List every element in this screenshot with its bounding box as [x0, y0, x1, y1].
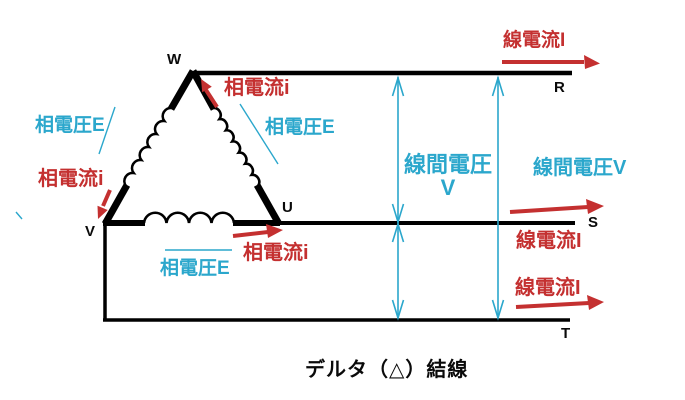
phase-current-label-left: 相電流i [38, 168, 104, 190]
line-voltage-label-center-line2: V [440, 175, 456, 201]
current-arrows [97, 55, 604, 310]
terminal-s: S [588, 214, 599, 231]
coil-bottom-winding [142, 211, 236, 224]
line-voltage-label-center-line1: 線間電圧 [403, 152, 492, 177]
leader-phase-voltage-right [239, 103, 279, 165]
leader-phase-voltage-left [98, 106, 116, 155]
terminal-r: R [554, 79, 565, 96]
line-current-arrow-s [509, 199, 604, 214]
arrowhead-down-bottom [491, 299, 505, 321]
phase-current-arrow-bottom [232, 224, 283, 238]
line-current-arrow-r [502, 55, 600, 69]
arrowhead-up-at-s [391, 221, 405, 243]
terminal-w: W [167, 51, 182, 68]
line-voltage-arrow-right [491, 75, 505, 321]
line-current-label-t: 線電流I [515, 277, 581, 299]
line-current-label-r: 線電流I [503, 30, 566, 51]
stray-tick [15, 211, 23, 220]
diagram-caption: デルタ（△）結線 [305, 359, 469, 381]
leader-lines [15, 103, 279, 251]
apex-left-segment [167, 69, 197, 111]
coil-right-winding [212, 106, 261, 187]
terminal-u: U [282, 199, 293, 216]
line-voltage-arrow-left [391, 75, 405, 321]
phase-current-arrow-apex [201, 79, 219, 109]
line-current-label-s: 線電流I [516, 230, 582, 252]
u-corner-segment [253, 183, 283, 226]
terminal-t: T [561, 325, 571, 342]
phase-voltage-label-right: 相電圧E [265, 117, 335, 138]
terminal-v: V [85, 223, 96, 240]
phase-current-label-top: 相電流i [224, 77, 290, 99]
coil-left-winding [123, 106, 173, 187]
phase-voltage-label-bottom: 相電圧E [160, 258, 230, 279]
arrowhead-up-top [491, 75, 505, 97]
arrowhead-up-top [391, 75, 405, 97]
line-current-arrow-t [515, 295, 604, 310]
phase-current-arrow-v [97, 189, 112, 219]
line-voltage-label-right: 線間電圧V [533, 157, 627, 179]
phase-voltage-label-left: 相電圧E [35, 115, 105, 136]
v-corner-segment [101, 183, 131, 226]
phase-current-label-bottom: 相電流i [243, 242, 309, 264]
line-voltage-label-center: 線間電圧 V [398, 153, 498, 199]
arrowhead-down-bottom [391, 299, 405, 321]
wiring-lines [103, 70, 575, 322]
